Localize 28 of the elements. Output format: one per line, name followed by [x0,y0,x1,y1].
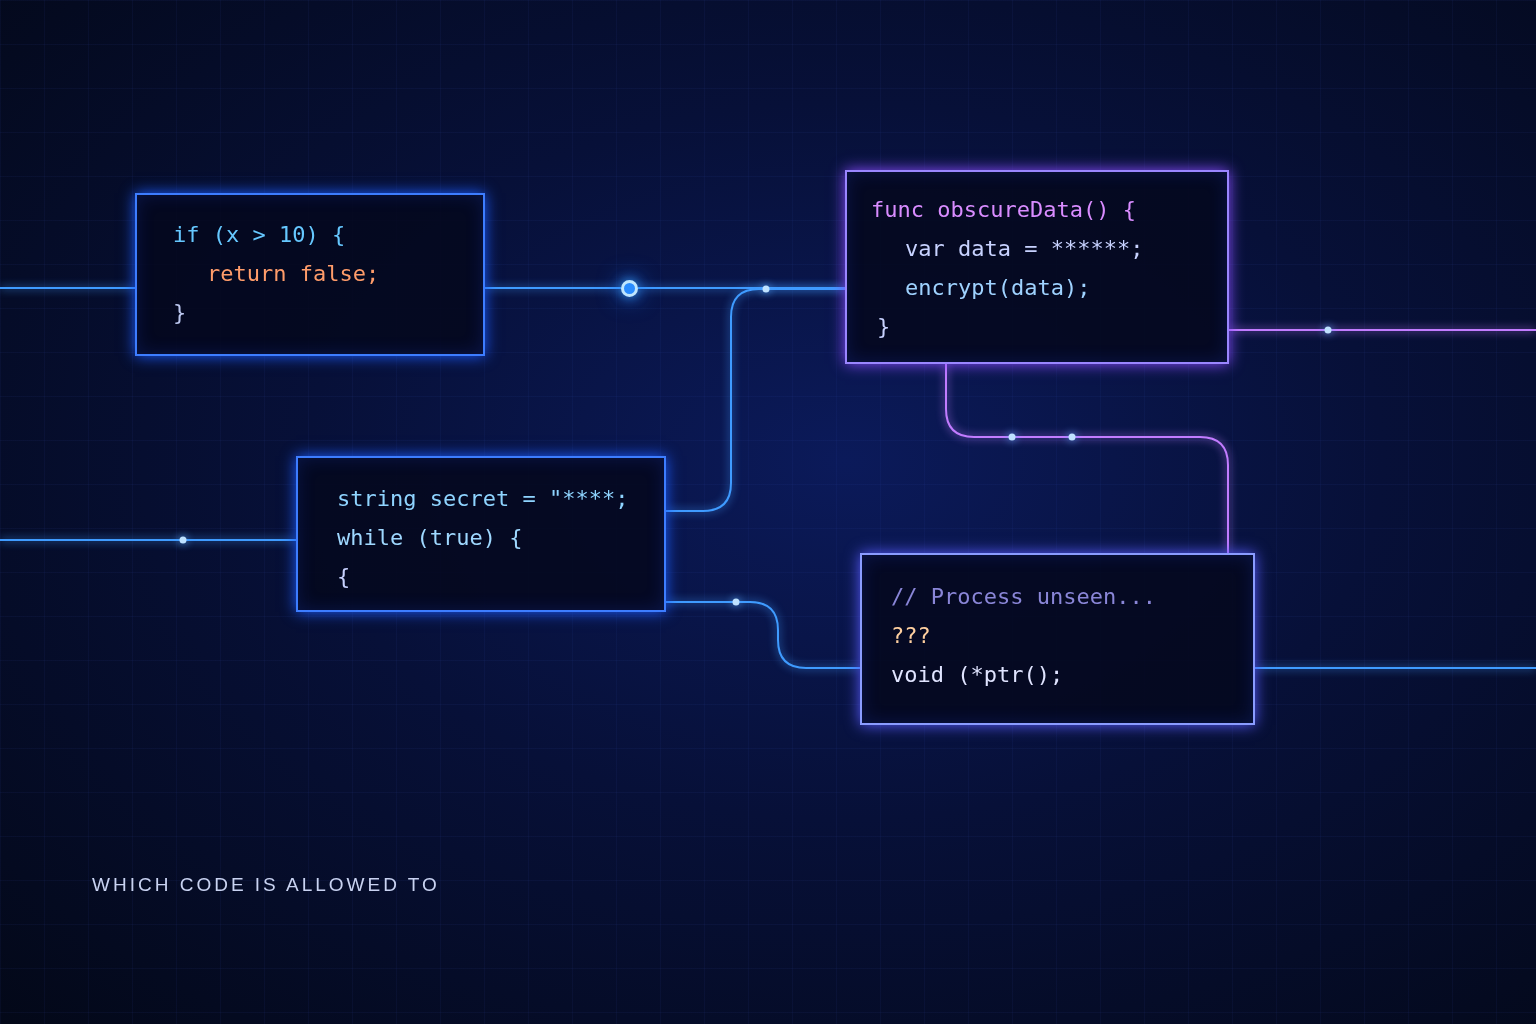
code-box [135,193,485,356]
code-line: // Process unseen... [891,583,1156,611]
code-box [296,456,666,612]
connector-line [1228,329,1536,331]
code-line: while (true) { [337,524,523,552]
code-line: func obscureData() { [871,196,1136,224]
code-line: string secret = "****; [337,485,629,513]
code-line: void (*ptr(); [891,661,1064,689]
code-line: var data = ******; [905,235,1144,263]
code-box [860,553,1255,725]
code-line: } [877,313,891,341]
connector-line [1254,667,1536,669]
code-line: if (x > 10) { [173,221,346,249]
code-line: return false; [207,260,380,288]
code-line: } [173,299,187,327]
connector-line [484,287,622,289]
code-box [845,170,1229,364]
connector-line [637,287,846,289]
connector-line [0,539,297,541]
connector-line [665,288,846,512]
connector-line [665,601,861,669]
junction-circle [621,280,638,297]
code-line: encrypt(data); [905,274,1091,302]
code-line: { [337,563,351,591]
connector-line [945,363,1229,554]
code-line: ??? [891,622,931,650]
caption-text: WHICH CODE IS ALLOWED TO [92,874,440,896]
connector-line [0,287,136,289]
